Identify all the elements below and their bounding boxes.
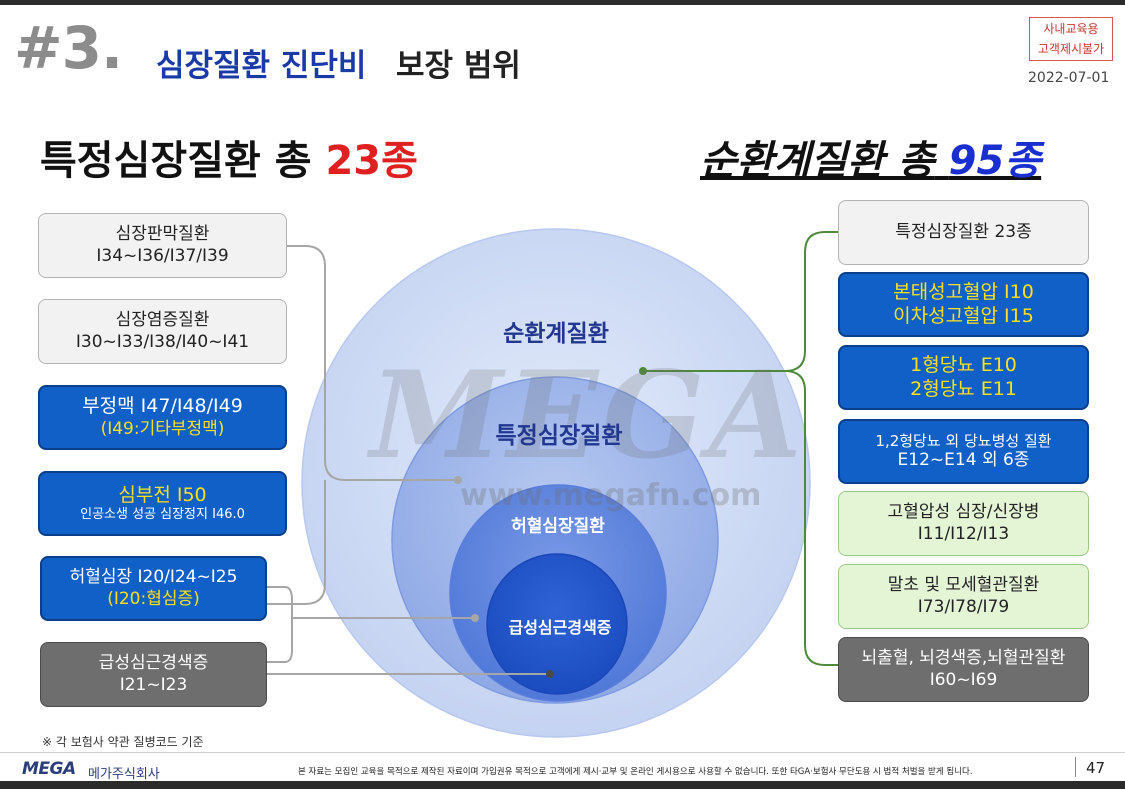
left-box-arrhythmia-note: (I49:기타부정맥) bbox=[100, 418, 225, 439]
watermark-logo: MEGA bbox=[370, 345, 806, 486]
stamp-line-1: 사내교육용 bbox=[1043, 22, 1099, 36]
right-box-diabetes-line2: 2형당뇨 E11 bbox=[910, 377, 1017, 400]
page-title-highlight: 심장질환 진단비 bbox=[156, 48, 367, 84]
right-box-hypertensive-heart-line1: 고혈압성 심장/신장병 bbox=[887, 502, 1040, 523]
right-box-diabetic-complications-line1: 1,2형당뇨 외 당뇨병성 질환 bbox=[875, 431, 1052, 450]
footer-disclaimer: 본 자료는 모집인 교육을 목적으로 제작된 자료이며 가입권유 목적으로 고객… bbox=[298, 767, 973, 777]
left-box-acute-mi-name: 급성심근경색증 bbox=[98, 653, 209, 674]
internal-use-stamp: 사내교육용 고객제시불가 bbox=[1029, 17, 1113, 61]
circle-inner-label: 급성심근경색증 bbox=[508, 618, 612, 637]
right-box-hypertension: 본태성고혈압 I10 이차성고혈압 I15 bbox=[838, 272, 1089, 337]
left-box-inflammatory: 심장염증질환 I30~I33/I38/I40~I41 bbox=[38, 299, 287, 364]
left-headline-text: 특정심장질환 총 bbox=[40, 138, 312, 184]
right-box-hypertensive-heart: 고혈압성 심장/신장병 I11/I12/I13 bbox=[838, 491, 1089, 556]
footnote: ※ 각 보험사 약관 질병코드 기준 bbox=[42, 735, 204, 749]
left-box-arrhythmia: 부정맥 I47/I48/I49 (I49:기타부정맥) bbox=[38, 385, 287, 450]
right-box-specific-heart: 특정심장질환 23종 bbox=[838, 200, 1089, 265]
left-box-valvular-name: 심장판막질환 bbox=[115, 224, 210, 245]
circle-third-label: 허혈심장질환 bbox=[511, 516, 605, 537]
connector-acute bbox=[267, 618, 293, 663]
left-box-ischemic: 허혈심장 I20/I24~I25 (I20:협심증) bbox=[40, 556, 267, 621]
right-box-peripheral-line2: I73/I78/I79 bbox=[917, 596, 1010, 617]
right-box-diabetes: 1형당뇨 E10 2형당뇨 E11 bbox=[838, 345, 1089, 410]
right-connectors bbox=[643, 231, 838, 666]
connector-dot-third bbox=[471, 614, 479, 622]
right-headline-count: 95종 bbox=[948, 138, 1042, 184]
left-box-valvular: 심장판막질환 I34~I36/I37/I39 bbox=[38, 213, 287, 278]
right-box-peripheral: 말초 및 모세혈관질환 I73/I78/I79 bbox=[838, 564, 1089, 629]
date-label: 2022-07-01 bbox=[1028, 70, 1110, 86]
right-box-diabetic-complications: 1,2형당뇨 외 당뇨병성 질환 E12~E14 외 6종 bbox=[838, 419, 1089, 484]
right-box-specific-heart-name: 특정심장질환 23종 bbox=[895, 221, 1032, 242]
right-box-hypertensive-heart-line2: I11/I12/I13 bbox=[917, 523, 1010, 544]
left-box-ischemic-note: (I20:협심증) bbox=[107, 588, 200, 609]
left-box-inflammatory-codes: I30~I33/I38/I40~I41 bbox=[75, 331, 250, 352]
left-box-heart-failure-note: 인공소생 성공 심장정지 I46.0 bbox=[80, 507, 245, 523]
page-title-rest: 보장 범위 bbox=[396, 48, 521, 84]
right-box-diabetic-complications-line2: E12~E14 외 6종 bbox=[897, 450, 1030, 471]
stamp-line-2: 고객제시불가 bbox=[1037, 42, 1105, 56]
watermark-url: www.megafn.com bbox=[460, 478, 762, 513]
connector-dot-outer bbox=[639, 367, 647, 375]
left-box-arrhythmia-name: 부정맥 I47/I48/I49 bbox=[82, 395, 243, 417]
right-box-diabetes-line1: 1형당뇨 E10 bbox=[910, 353, 1017, 376]
page-number: 47 bbox=[1086, 759, 1106, 777]
connector-right-lower bbox=[784, 370, 838, 666]
connector-ischemic bbox=[267, 480, 326, 605]
connector-top-group bbox=[287, 245, 458, 481]
left-box-valvular-codes: I34~I36/I37/I39 bbox=[96, 245, 229, 266]
footer-divider bbox=[0, 752, 1125, 753]
left-connectors bbox=[267, 245, 550, 675]
footer-logo: MEGA bbox=[22, 759, 76, 779]
left-box-inflammatory-name: 심장염증질환 bbox=[115, 310, 210, 331]
circle-outer-label: 순환계질환 bbox=[503, 321, 609, 347]
right-box-hypertension-line1: 본태성고혈압 I10 bbox=[893, 280, 1034, 303]
top-bar bbox=[0, 0, 1125, 5]
bottom-bar bbox=[0, 781, 1125, 789]
right-box-cerebrovascular-line1: 뇌출혈, 뇌경색증,뇌혈관질환 bbox=[861, 648, 1066, 669]
connector-dot-second bbox=[454, 476, 462, 484]
slide-number: #3. bbox=[14, 14, 123, 82]
left-box-acute-mi: 급성심근경색증 I21~I23 bbox=[40, 642, 267, 707]
left-box-heart-failure: 심부전 I50 인공소생 성공 심장정지 I46.0 bbox=[38, 471, 287, 536]
footer-company: 메가주식회사 bbox=[88, 767, 160, 782]
left-headline-count: 23종 bbox=[325, 138, 418, 184]
connector-dot-inner bbox=[546, 670, 554, 678]
right-headline: 순환계질환 총 95종 bbox=[700, 128, 1041, 186]
connector-right-main bbox=[643, 231, 838, 372]
right-box-cerebrovascular-line2: I60~I69 bbox=[929, 669, 998, 690]
left-box-heart-failure-name: 심부전 I50 bbox=[118, 483, 207, 506]
right-box-cerebrovascular: 뇌출혈, 뇌경색증,뇌혈관질환 I60~I69 bbox=[838, 637, 1089, 702]
left-headline: 특정심장질환 총 23종 bbox=[40, 128, 418, 186]
left-box-acute-mi-codes: I21~I23 bbox=[119, 674, 188, 695]
right-box-peripheral-line1: 말초 및 모세혈관질환 bbox=[887, 575, 1040, 596]
footer-separator bbox=[1075, 757, 1076, 777]
right-box-hypertension-line2: 이차성고혈압 I15 bbox=[893, 304, 1034, 327]
circle-second-label: 특정심장질환 bbox=[495, 423, 623, 449]
right-headline-text: 순환계질환 총 bbox=[700, 138, 935, 184]
left-box-ischemic-name: 허혈심장 I20/I24~I25 bbox=[69, 567, 238, 588]
circle-inner bbox=[486, 553, 628, 695]
connector-ischemic-circle bbox=[267, 586, 293, 604]
